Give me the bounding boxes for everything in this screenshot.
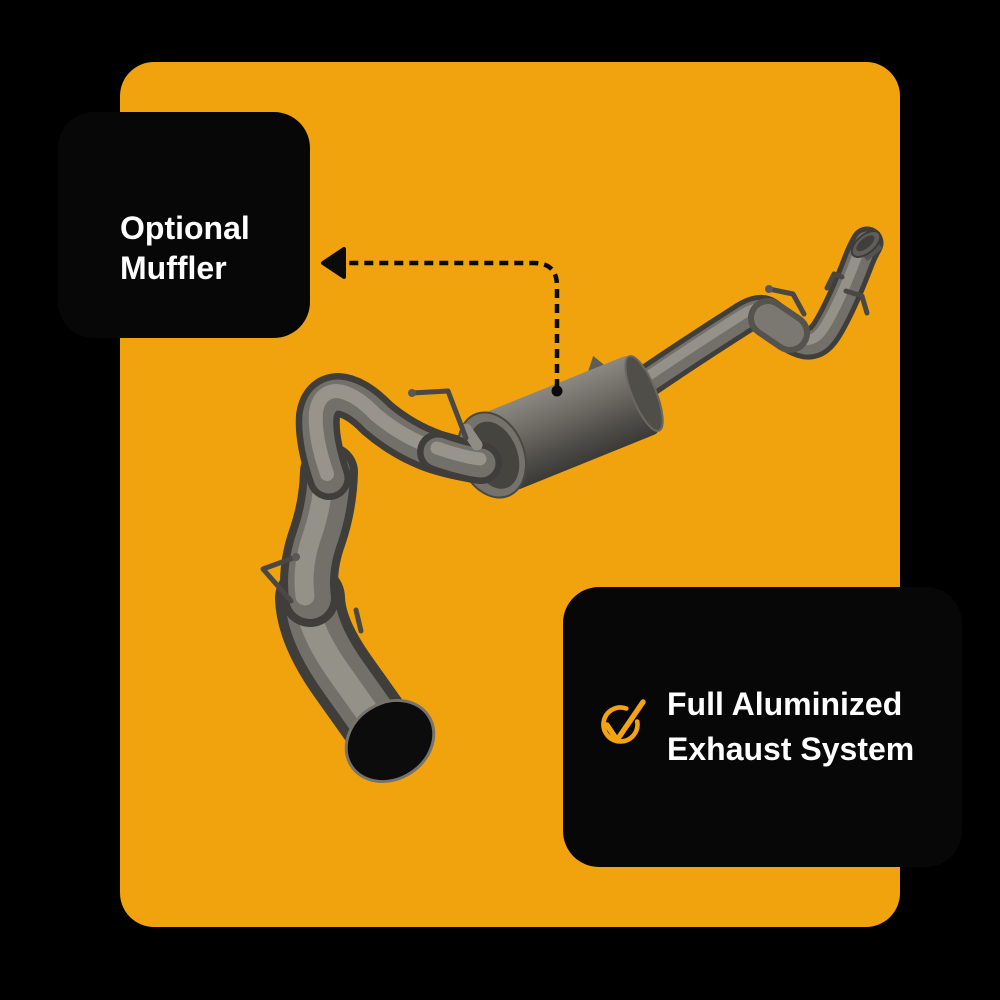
optional-muffler-label-line2: Muffler	[120, 250, 227, 286]
feature-callout: Full Aluminized Exhaust System	[563, 587, 962, 867]
optional-muffler-label-line1: Optional	[120, 210, 250, 246]
feature-label-line2: Exhaust System	[667, 731, 915, 767]
feature-label-line1: Full Aluminized	[667, 686, 903, 722]
check-circle-icon	[601, 699, 646, 744]
optional-muffler-callout: Optional Muffler	[58, 112, 310, 338]
